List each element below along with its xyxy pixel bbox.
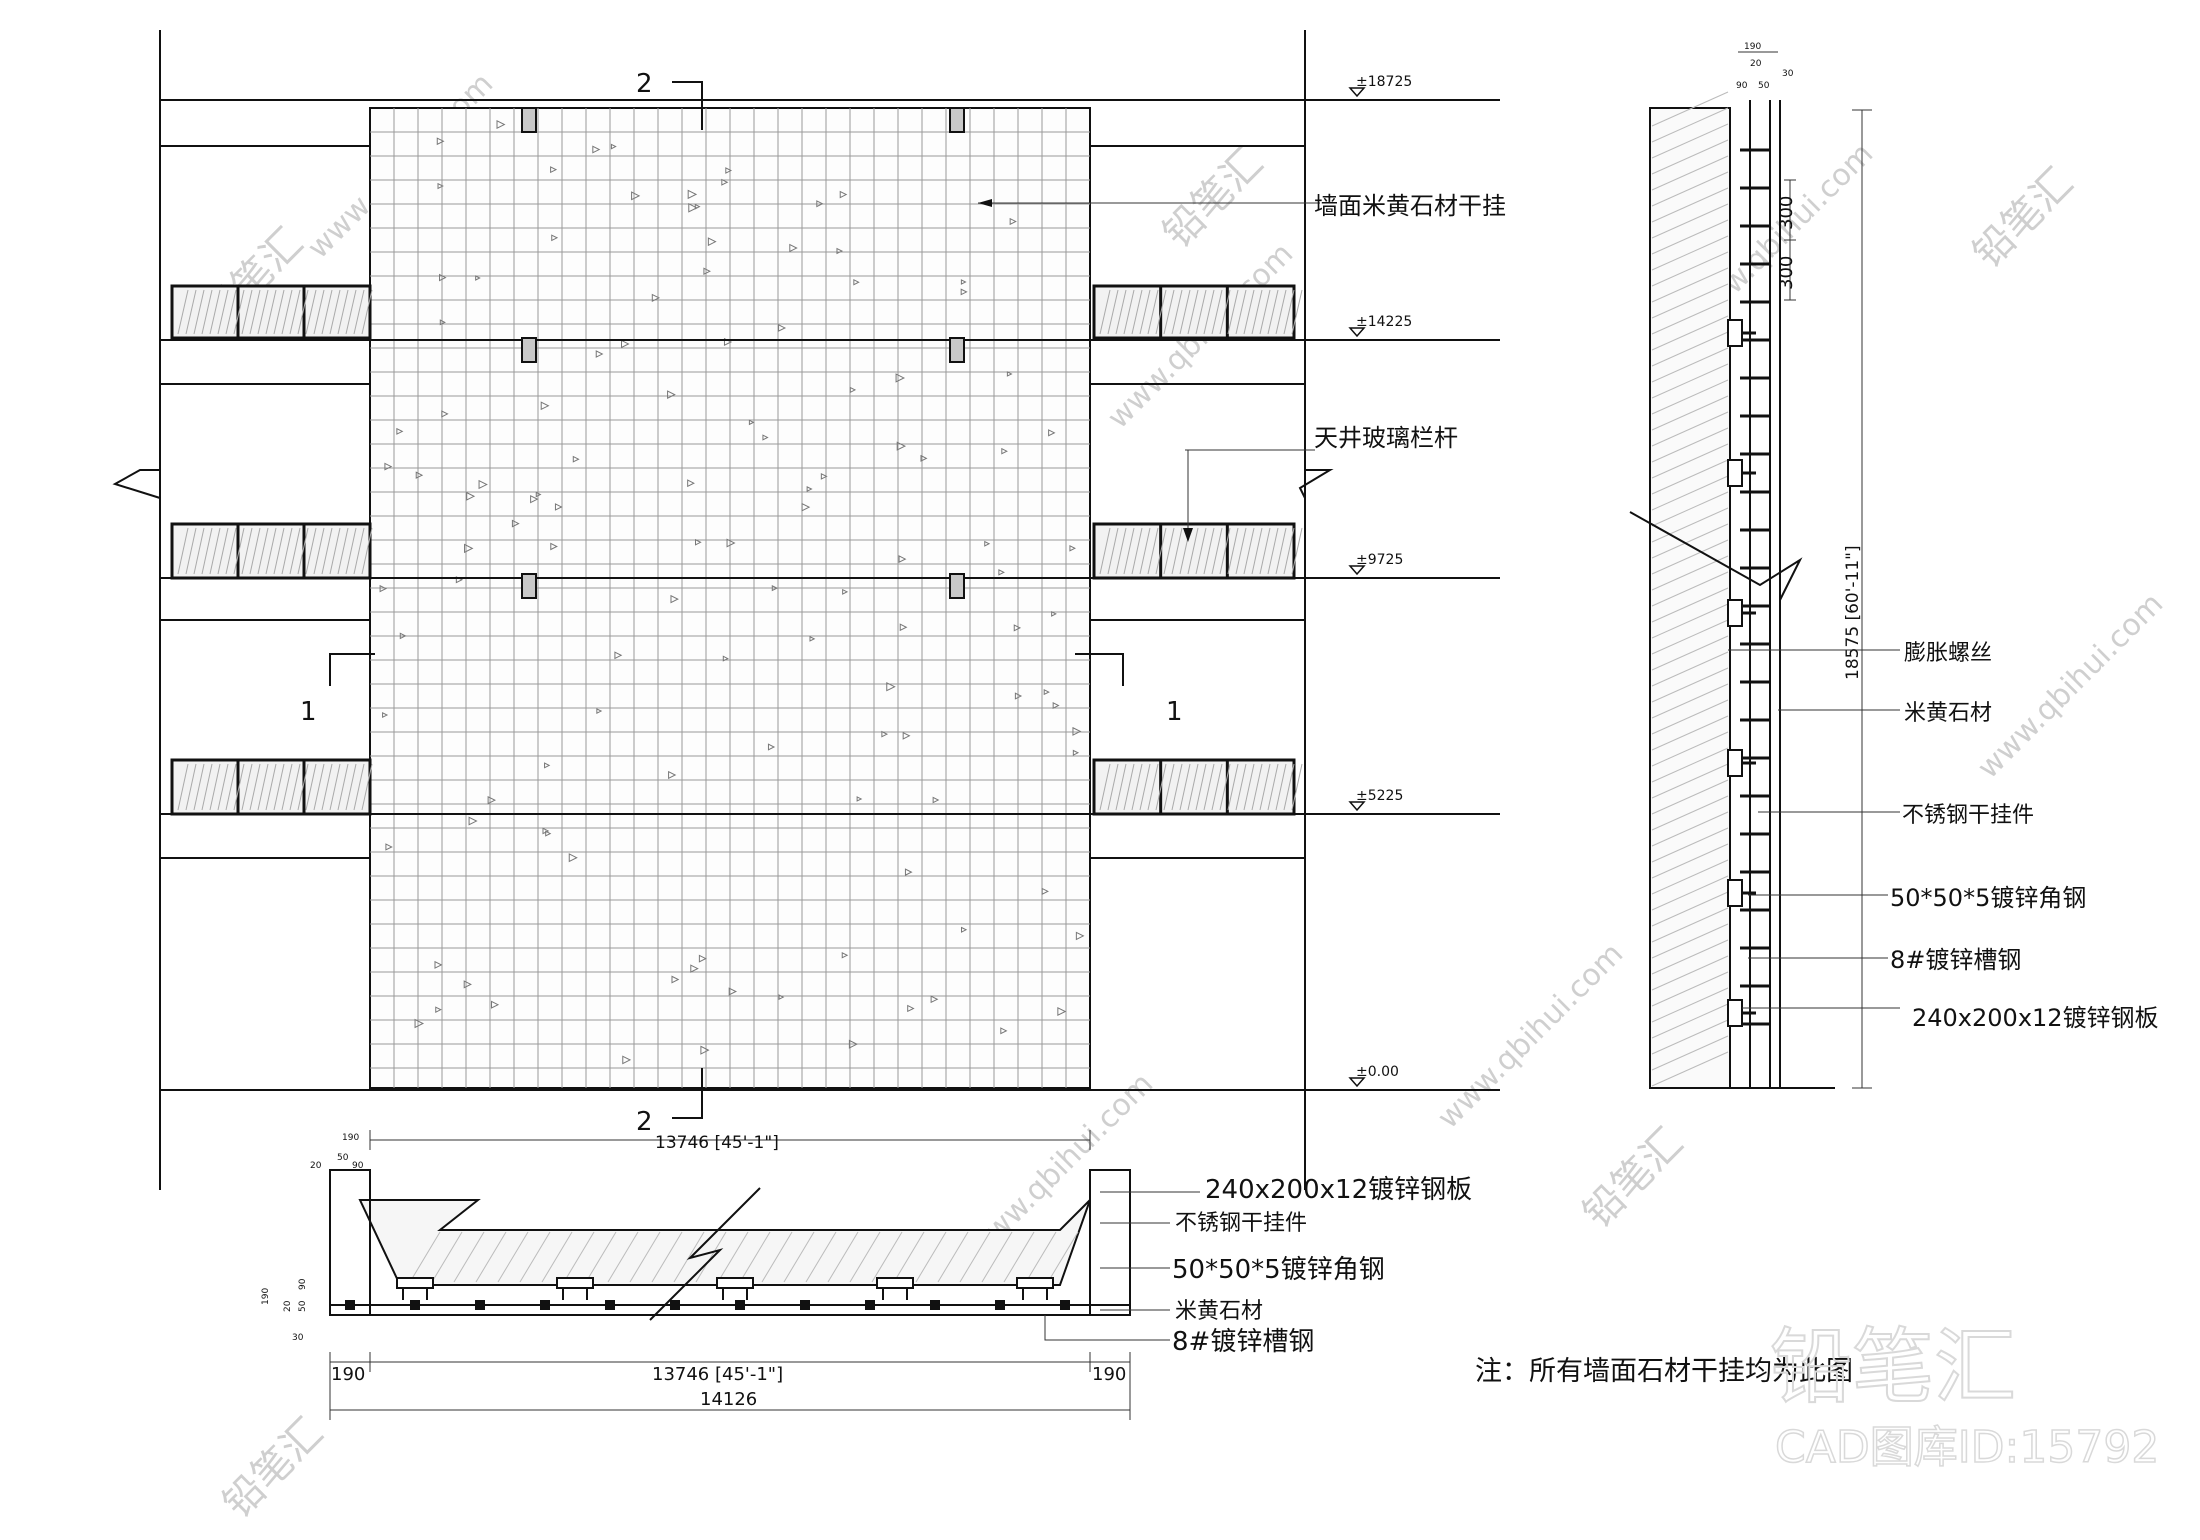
plan-dimensions: 190 13746 [45'-1"] 190 14126	[329, 1352, 1131, 1420]
anchor-plates	[521, 107, 965, 599]
glass-railing-label: 天井玻璃栏杆	[1314, 424, 1458, 452]
plan-label-channel-steel: 8#镀锌槽钢	[1172, 1327, 1314, 1357]
level-18725: ±18725	[1356, 74, 1412, 90]
plan-label-angle-steel: 50*50*5镀锌角钢	[1172, 1255, 1385, 1285]
break-line	[1629, 511, 1803, 601]
plan-concrete	[358, 1199, 1091, 1286]
dim-190: 190	[1744, 42, 1761, 52]
width-dim-label: 13746 [45'-1"]	[655, 1133, 779, 1153]
watermark-site: www.qbihui.com	[1431, 936, 1630, 1135]
elevation-view: ±18725 ±14225 ±9725 ±5225 ±0.00 2 2 1 1 …	[112, 30, 1506, 1190]
section-label-angle-steel: 50*50*5镀锌角钢	[1890, 884, 2086, 912]
stone-module-dims: 300 300	[1776, 179, 1797, 301]
section-marker-right: 1	[1166, 697, 1183, 727]
plan-anchors	[345, 1277, 1070, 1310]
level-5225: ±5225	[1356, 788, 1403, 804]
plan-leaders: 240x200x12镀锌钢板 不锈钢干挂件 50*50*5镀锌角钢 米黄石材 8…	[1044, 1175, 1472, 1357]
dim-20: 20	[1750, 59, 1762, 69]
drawing-note: 注：所有墙面石材干挂均为此图	[1475, 1356, 1853, 1387]
plan-dim-left: 190	[331, 1364, 365, 1385]
break-line	[1298, 469, 1334, 499]
plan-dim-190: 190	[342, 1133, 359, 1143]
watermark-id: CAD图库ID:15792	[1775, 1422, 2159, 1473]
elevation-leaders: 墙面米黄石材干挂 天井玻璃栏杆	[978, 192, 1506, 542]
level-markers: ±18725 ±14225 ±9725 ±5225 ±0.00	[1348, 74, 1412, 1088]
plan-small-dims: 190 20 50 90 30 190 20 50 90	[261, 1133, 364, 1343]
watermark-brand: 铅笔汇	[1965, 160, 2082, 277]
plan-dim-total: 14126	[700, 1389, 757, 1410]
section-label-steel-plate: 240x200x12镀锌钢板	[1912, 1004, 2159, 1032]
section-height-dim: 18575 [60'-11"]	[1843, 109, 1872, 1089]
plan-dim-50: 50	[337, 1153, 349, 1163]
plan-dim-30: 30	[292, 1333, 304, 1343]
section-markers: 2 2 1 1	[300, 69, 1183, 1137]
plan-label-steel-plate: 240x200x12镀锌钢板	[1205, 1175, 1472, 1205]
plan-dim-20: 20	[310, 1161, 322, 1171]
level-0: ±0.00	[1356, 1064, 1399, 1080]
dim-50: 50	[1758, 81, 1770, 91]
section-label-stone: 米黄石材	[1904, 701, 1992, 726]
dim-300-a: 300	[1776, 196, 1797, 230]
watermark-brand: 铅笔汇	[215, 1410, 332, 1527]
stone-wall-label: 墙面米黄石材干挂	[1314, 192, 1506, 220]
plan-hatch	[409, 1231, 1079, 1283]
section-top-dims: 190 20 90 50 30	[1736, 42, 1794, 91]
plan-dim-190-v: 190	[261, 1288, 271, 1305]
watermark-site: www.qbihui.com	[1971, 586, 2170, 785]
floor-slab-lines	[160, 99, 1500, 1091]
level-9725: ±9725	[1356, 552, 1403, 568]
plan-label-ss-bracket: 不锈钢干挂件	[1175, 1211, 1307, 1236]
glass-railings	[170, 284, 1303, 816]
level-14225: ±14225	[1356, 314, 1412, 330]
section-label-expansion-bolt: 膨胀螺丝	[1904, 641, 1992, 666]
break-line	[112, 469, 161, 499]
dim-30: 30	[1782, 69, 1794, 79]
section-brackets	[1727, 148, 1770, 1027]
watermark-brand: 铅笔汇	[1575, 1120, 1692, 1237]
plan-dim-20-v: 20	[283, 1300, 293, 1312]
break-line	[649, 1187, 761, 1321]
watermark-brand-large: 铅笔汇	[1770, 1320, 2016, 1415]
plan-dim-90: 90	[352, 1161, 364, 1171]
dim-90: 90	[1736, 81, 1748, 91]
plan-label-stone: 米黄石材	[1175, 1299, 1263, 1324]
plan-dim-50-v: 50	[298, 1300, 308, 1312]
plan-dim-right: 190	[1092, 1364, 1126, 1385]
section-marker-top: 2	[636, 69, 653, 99]
section-marker-bottom: 2	[636, 1107, 653, 1137]
dim-300-b: 300	[1776, 256, 1797, 290]
section-marker-left: 1	[300, 697, 317, 727]
stone-grid	[370, 108, 1090, 1088]
plan-dim-middle: 13746 [45'-1"]	[652, 1364, 783, 1385]
section-label-channel-steel: 8#镀锌槽钢	[1890, 946, 2021, 974]
width-dimension: 13746 [45'-1"]	[369, 1130, 1091, 1153]
section-label-ss-bracket: 不锈钢干挂件	[1902, 803, 2034, 828]
plan-view: 240x200x12镀锌钢板 不锈钢干挂件 50*50*5镀锌角钢 米黄石材 8…	[261, 1133, 1472, 1420]
section-leaders: 膨胀螺丝 米黄石材 不锈钢干挂件 50*50*5镀锌角钢 8#镀锌槽钢 240x…	[1728, 641, 2159, 1032]
wall-hatch	[1651, 91, 1729, 1087]
height-dim-label: 18575 [60'-11"]	[1843, 545, 1863, 680]
section-view: 190 20 90 50 30 300 300 18575 [60'-11"] …	[1629, 42, 2159, 1089]
plan-dim-90-v: 90	[298, 1278, 308, 1290]
watermark-brand: 铅笔汇	[1155, 140, 1272, 257]
